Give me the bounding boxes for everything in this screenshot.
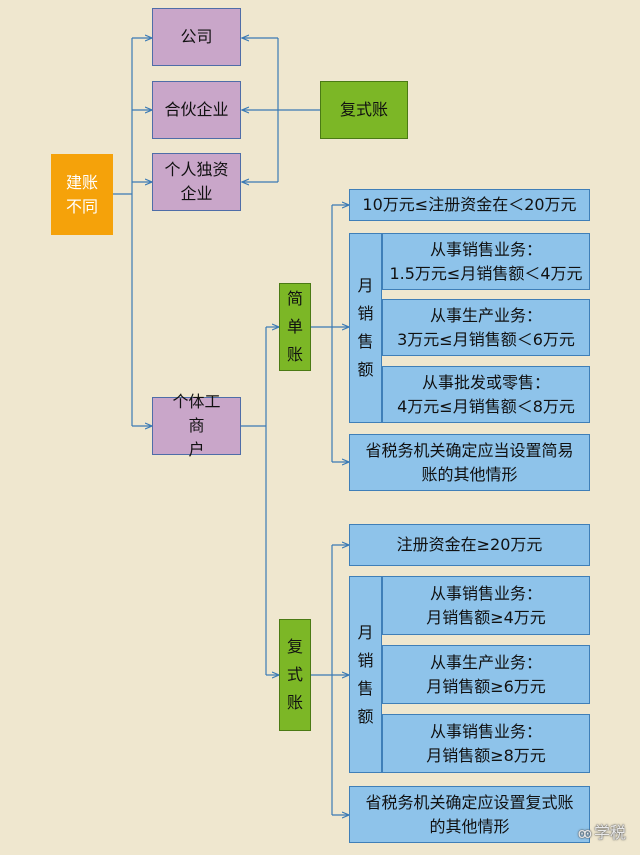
double-other-condition: 省税务机关确定应设置复式账 的其他情形 [349, 786, 590, 843]
simple-production-condition: 从事生产业务： 3万元≤月销售额＜6万元 [382, 299, 590, 356]
entity-partnership: 合伙企业 [152, 81, 241, 139]
double-sales-condition: 从事销售业务： 月销售额≥4万元 [382, 576, 590, 635]
eye-icon: ꙭ [577, 826, 592, 842]
entity-company: 公司 [152, 8, 241, 66]
entity-individual-business: 个体工 商 户 [152, 392, 241, 459]
double-sales-condition-2: 从事销售业务： 月销售额≥8万元 [382, 714, 590, 773]
simple-capital-condition: 10万元≤注册资金在＜20万元 [349, 189, 590, 221]
double-entry-node: 复式账 [320, 81, 408, 139]
double-books-node: 复 式 账 [279, 619, 311, 731]
double-production-condition: 从事生产业务： 月销售额≥6万元 [382, 645, 590, 704]
entity-sole-proprietorship: 个人独资 企业 [152, 153, 241, 211]
double-capital-condition: 注册资金在≥20万元 [349, 524, 590, 566]
simple-sales-condition: 从事销售业务： 1.5万元≤月销售额＜4万元 [382, 233, 590, 290]
double-monthly-sales-label: 月 销 售 额 [349, 576, 382, 773]
watermark-text: 学税 [593, 823, 626, 842]
root-node: 建账 不同 [51, 154, 113, 235]
simple-wholesale-condition: 从事批发或零售： 4万元≤月销售额＜8万元 [382, 366, 590, 423]
simple-books-node: 简 单 账 [279, 283, 311, 371]
simple-other-condition: 省税务机关确定应当设置简易 账的其他情形 [349, 434, 590, 491]
simple-monthly-sales-label: 月 销 售 额 [349, 233, 382, 423]
